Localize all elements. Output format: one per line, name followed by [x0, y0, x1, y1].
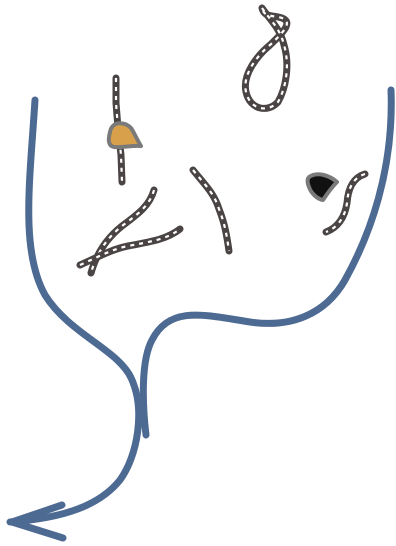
knot-rope [245, 8, 287, 108]
blob-shape-icon [308, 174, 338, 200]
blob-shape-icon [109, 123, 141, 147]
right-branch-path [143, 90, 391, 435]
crossing-ropes [80, 190, 180, 273]
middle-rope [193, 170, 229, 251]
